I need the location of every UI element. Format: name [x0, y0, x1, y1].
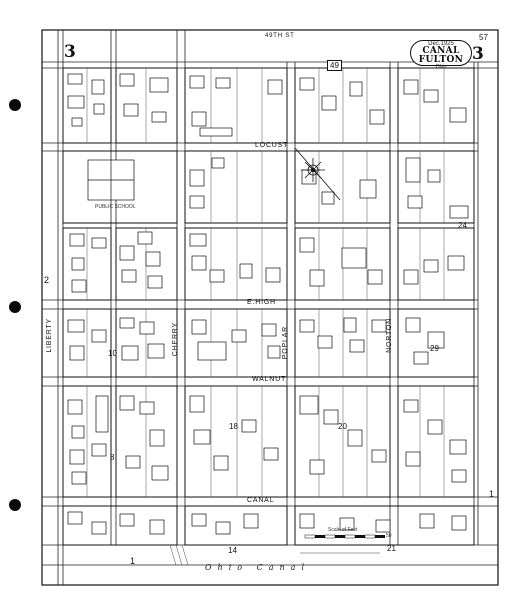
canal-hatching [169, 544, 380, 566]
map-border [41, 29, 499, 586]
binder-hole-top [9, 99, 21, 111]
street-label-poplar: POPLAR [282, 326, 289, 360]
block-number-18: 18 [229, 422, 238, 431]
corner-number-left: 3 [64, 42, 76, 62]
street-label-canal: CANAL [247, 497, 275, 504]
block-number-20: 20 [338, 422, 347, 431]
margin-number-bottom-left: 1 [130, 556, 136, 566]
block-outlines [62, 67, 475, 546]
canal-waterway-label: Ohio Canal [205, 563, 310, 572]
lot-lines [86, 68, 445, 497]
street-label-cherry: CHERRY [172, 322, 179, 357]
binder-hole-middle [9, 301, 21, 313]
compass-rose-icon [294, 147, 341, 201]
page-number: 57 [479, 33, 488, 42]
street-label-walnut: WALNUT [252, 376, 287, 383]
margin-number-left: 2 [44, 275, 50, 285]
street-label-liberty: LIBERTY [46, 318, 53, 353]
street-label-norton: NORTON [386, 318, 393, 353]
street-label-locust: LOCUST [255, 142, 289, 149]
public-school-label: PUBLIC SCHOOL [95, 204, 136, 210]
block-number-8: 8 [110, 453, 115, 462]
margin-number-bottom-right: 1 [489, 489, 495, 499]
scale-label: Scale of Feet [328, 527, 358, 533]
block-number-49: 49 [327, 60, 342, 71]
cartouche-state: Ohio [435, 64, 447, 70]
street-label-e-high: E.HIGH [247, 299, 276, 306]
cartouche-town: CANAL FULTON [418, 46, 464, 65]
block-number-24: 24 [458, 221, 467, 230]
street-label-top: 49TH ST [265, 33, 295, 39]
block-number-10: 10 [108, 349, 117, 358]
scale-number: 50 [386, 533, 392, 539]
title-cartouche: Dec.1925 CANAL FULTON Ohio [410, 40, 472, 70]
block-number-21: 21 [387, 544, 396, 553]
block-number-29: 29 [430, 344, 439, 353]
binder-hole-bottom [9, 499, 21, 511]
block-number-14: 14 [228, 546, 237, 555]
buildings [67, 73, 469, 535]
cartouche-date: Dec.1925 [428, 41, 454, 47]
corner-number-right: 3 [472, 44, 484, 64]
scale-bar [304, 534, 385, 539]
